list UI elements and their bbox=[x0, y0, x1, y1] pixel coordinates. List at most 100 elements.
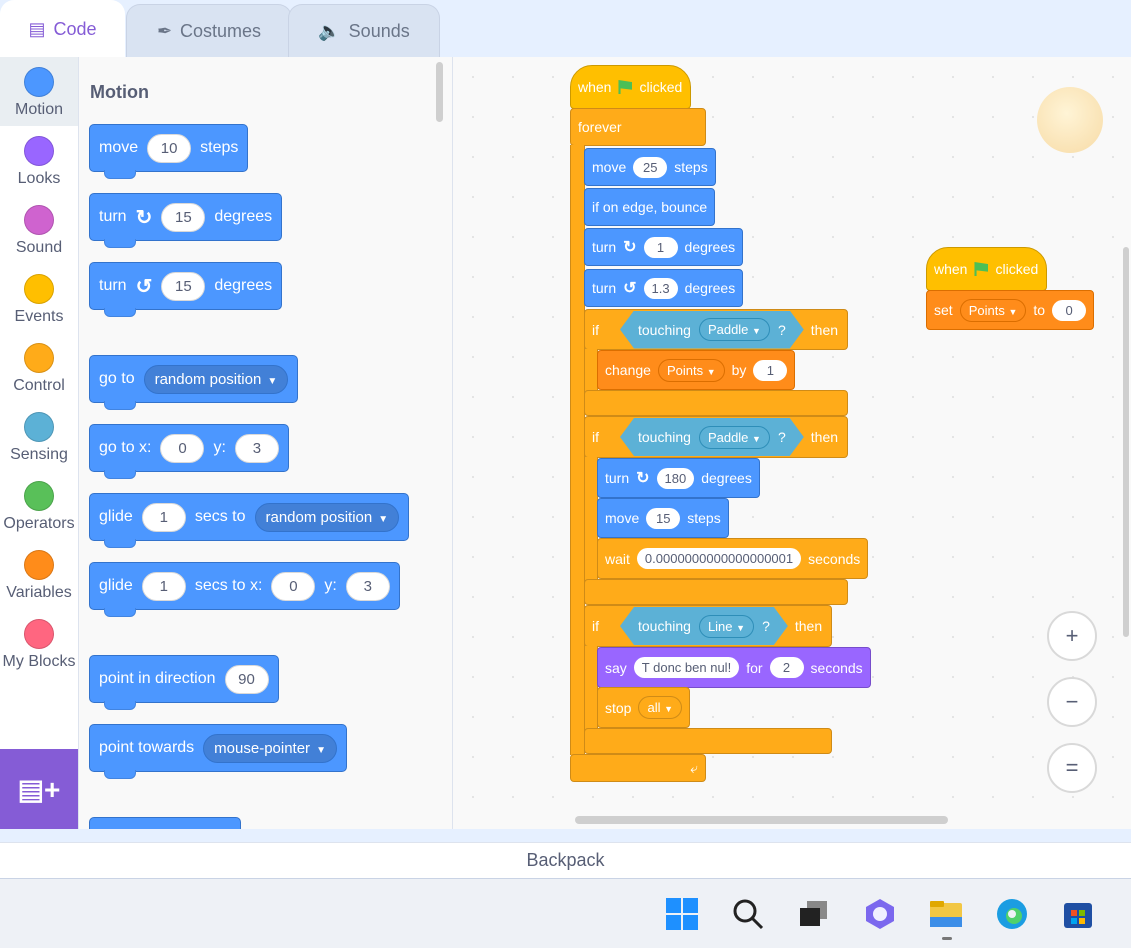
block-input[interactable]: 1.3 bbox=[643, 277, 678, 299]
zoom-out-button[interactable]: − bbox=[1047, 677, 1097, 727]
when-flag-clicked-block[interactable]: when clicked bbox=[926, 247, 1047, 291]
vertical-scrollbar[interactable] bbox=[1123, 247, 1129, 637]
block-dropdown[interactable]: random position▼ bbox=[143, 364, 289, 394]
block-go-to-xy[interactable]: go to x: 0 y: 3 bbox=[89, 424, 289, 479]
backpack-header[interactable]: Backpack bbox=[0, 842, 1131, 879]
block-input[interactable]: 180 bbox=[656, 467, 695, 489]
horizontal-scrollbar[interactable] bbox=[575, 816, 948, 824]
block-input[interactable]: 3 bbox=[234, 433, 279, 463]
turn-left-block[interactable]: turn ↺ 1.3 degrees bbox=[584, 269, 744, 307]
block-input[interactable]: 1 bbox=[753, 359, 788, 381]
block-dropdown[interactable]: Points ▼ bbox=[657, 358, 725, 382]
block-point-in-direction[interactable]: point in direction 90 bbox=[89, 655, 279, 710]
block-input[interactable]: 15 bbox=[161, 202, 206, 232]
edge-icon[interactable] bbox=[992, 894, 1032, 934]
windows-start-icon[interactable] bbox=[662, 894, 702, 934]
search-icon[interactable] bbox=[728, 894, 768, 934]
category-events[interactable]: Events bbox=[0, 264, 78, 333]
block-input[interactable]: 90 bbox=[224, 664, 269, 694]
sprite-thumbnail[interactable] bbox=[1037, 87, 1103, 153]
task-view-icon[interactable] bbox=[794, 894, 834, 934]
wait-block[interactable]: wait 0.0000000000000000001 seconds bbox=[597, 538, 869, 579]
block-dropdown[interactable]: Points ▼ bbox=[959, 298, 1027, 322]
forever-block[interactable]: forever bbox=[570, 108, 706, 146]
block-point-towards[interactable]: point towards mouse-pointer▼ bbox=[89, 724, 347, 779]
category-looks[interactable]: Looks bbox=[0, 126, 78, 195]
block-text: turn bbox=[605, 470, 630, 486]
category-label: Operators bbox=[3, 515, 75, 532]
block-input[interactable]: 0 bbox=[271, 571, 316, 601]
forever-end[interactable]: ⤶ bbox=[570, 754, 706, 782]
block-input[interactable]: 0 bbox=[1052, 299, 1087, 321]
add-extension-button[interactable]: ▤+ bbox=[0, 749, 78, 829]
when-flag-clicked-block[interactable]: when clicked bbox=[570, 65, 691, 109]
store-icon[interactable] bbox=[1058, 894, 1098, 934]
block-text: secs to x: bbox=[194, 577, 263, 594]
category-variables[interactable]: Variables bbox=[0, 540, 78, 609]
tab-sounds[interactable]: 🔈 Sounds bbox=[288, 4, 440, 57]
block-dropdown[interactable]: all ▼ bbox=[638, 696, 683, 719]
block-input[interactable]: 1 bbox=[643, 236, 678, 258]
block-glide-xy[interactable]: glide 1 secs to x: 0 y: 3 bbox=[89, 562, 400, 617]
if-block[interactable]: if touching Paddle ▼ ? then bbox=[584, 416, 848, 458]
block-input[interactable]: 1 bbox=[141, 502, 186, 532]
block-input[interactable]: 0.0000000000000000001 bbox=[636, 548, 802, 569]
touching-block[interactable]: touching Line ▼ ? bbox=[620, 607, 788, 645]
block-dropdown[interactable]: Paddle ▼ bbox=[699, 318, 770, 341]
block-input[interactable]: 10 bbox=[147, 133, 192, 163]
tab-costumes[interactable]: ✒ Costumes bbox=[126, 4, 292, 57]
block-text: degrees bbox=[684, 280, 736, 296]
block-input[interactable]: 2 bbox=[769, 657, 804, 678]
block-input[interactable]: 15 bbox=[646, 507, 681, 529]
category-control[interactable]: Control bbox=[0, 333, 78, 402]
say-for-secs-block[interactable]: say T donc ben nul! for 2 seconds bbox=[597, 647, 871, 688]
script-area[interactable]: when clicked forever ⤶ move 25 steps if … bbox=[453, 57, 1131, 829]
palette-scrollbar[interactable] bbox=[436, 62, 443, 122]
block-go-to[interactable]: go to random position▼ bbox=[89, 355, 299, 410]
change-variable-block[interactable]: change Points ▼ by 1 bbox=[597, 350, 796, 390]
touching-block[interactable]: touching Paddle ▼ ? bbox=[620, 311, 804, 349]
category-motion[interactable]: Motion bbox=[0, 57, 78, 126]
if-block[interactable]: if touching Paddle ▼ ? then bbox=[584, 309, 848, 350]
turn-right-block[interactable]: turn ↻ 180 degrees bbox=[597, 458, 760, 498]
if-block[interactable]: if touching Line ▼ ? then bbox=[584, 605, 832, 647]
block-turn-right[interactable]: turn ↻ 15 degrees bbox=[89, 193, 283, 248]
dropdown-arrow-icon: ▼ bbox=[706, 366, 716, 377]
bounce-block[interactable]: if on edge, bounce bbox=[584, 188, 716, 226]
block-partial[interactable] bbox=[89, 817, 241, 829]
dropdown-value: Points bbox=[666, 362, 704, 378]
block-dropdown[interactable]: mouse-pointer▼ bbox=[203, 733, 337, 763]
category-sensing[interactable]: Sensing bbox=[0, 402, 78, 471]
block-dropdown[interactable]: random position▼ bbox=[254, 502, 400, 532]
category-operators[interactable]: Operators bbox=[0, 471, 78, 540]
block-dropdown[interactable]: Paddle ▼ bbox=[699, 426, 770, 449]
move-steps-block[interactable]: move 15 steps bbox=[597, 498, 729, 538]
zoom-out-icon: − bbox=[1065, 689, 1079, 714]
block-input[interactable]: 0 bbox=[160, 433, 205, 463]
set-variable-block[interactable]: set Points ▼ to 0 bbox=[926, 290, 1095, 330]
touching-block[interactable]: touching Paddle ▼ ? bbox=[620, 418, 804, 456]
block-move[interactable]: move 10 steps bbox=[89, 124, 249, 179]
block-glide[interactable]: glide 1 secs to random position▼ bbox=[89, 493, 410, 548]
stop-block[interactable]: stop all ▼ bbox=[597, 687, 691, 728]
rotate-right-icon: ↻ bbox=[623, 239, 637, 256]
category-sound[interactable]: Sound bbox=[0, 195, 78, 264]
rotate-left-icon: ↺ bbox=[623, 280, 637, 297]
block-input[interactable]: 1 bbox=[141, 571, 186, 601]
zoom-in-button[interactable]: + bbox=[1047, 611, 1097, 661]
file-explorer-icon[interactable] bbox=[926, 894, 966, 934]
block-text: then bbox=[810, 429, 839, 445]
turn-right-block[interactable]: turn ↻ 1 degrees bbox=[584, 228, 744, 266]
tab-code[interactable]: ▤ Code bbox=[0, 0, 125, 58]
move-steps-block[interactable]: move 25 steps bbox=[584, 148, 716, 186]
block-dropdown[interactable]: Line ▼ bbox=[699, 615, 754, 638]
copilot-icon[interactable] bbox=[860, 894, 900, 934]
category-my-blocks[interactable]: My Blocks bbox=[0, 609, 78, 678]
block-input[interactable]: 3 bbox=[345, 571, 390, 601]
block-input[interactable]: 15 bbox=[161, 271, 206, 301]
block-text: degrees bbox=[701, 470, 752, 486]
block-turn-left[interactable]: turn ↺ 15 degrees bbox=[89, 262, 283, 317]
block-input[interactable]: T donc ben nul! bbox=[633, 657, 740, 678]
zoom-reset-button[interactable]: = bbox=[1047, 743, 1097, 793]
block-input[interactable]: 25 bbox=[633, 156, 668, 178]
